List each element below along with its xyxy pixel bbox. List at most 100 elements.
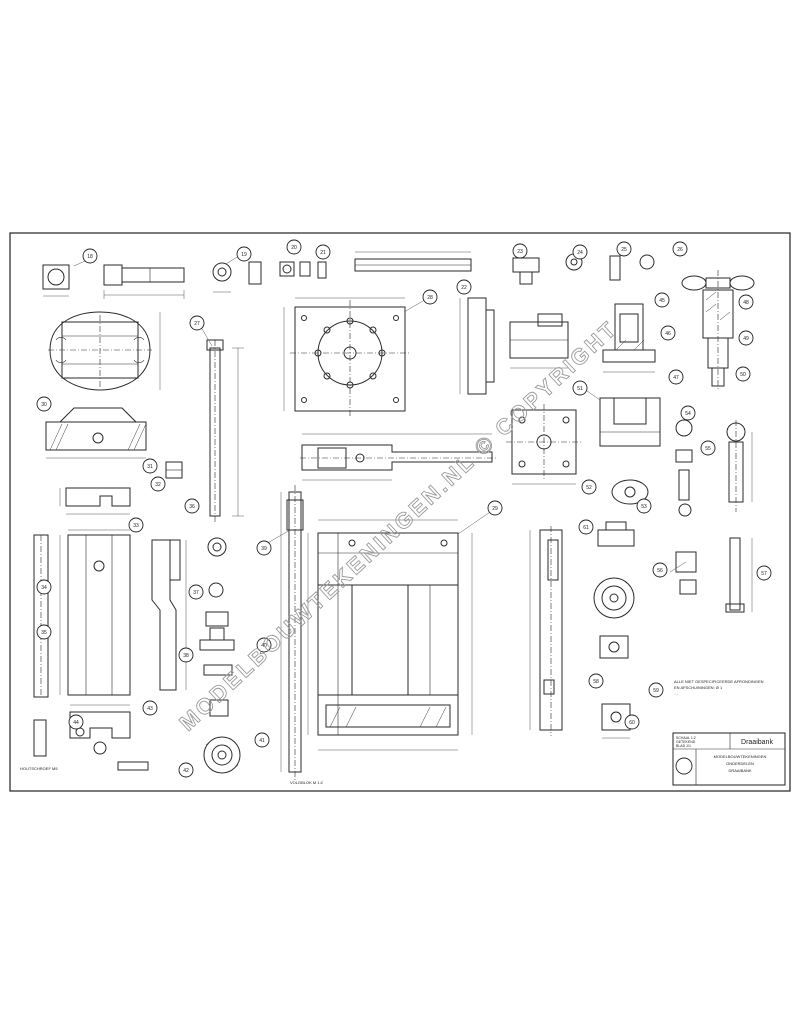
title-block: SCHAAL 1:2 GETEKEND BLAD 1/1 Draaibank M… <box>672 732 786 786</box>
part-number-label: 59 <box>653 688 659 694</box>
small-bracket-top <box>512 253 655 285</box>
part-number-label: 50 <box>740 372 746 378</box>
part-number-label: 30 <box>41 402 47 408</box>
title-block-line-2: GETEKEND <box>676 740 696 744</box>
gib-part <box>459 297 495 395</box>
part-number-balloon: 28 <box>422 289 438 305</box>
part-number-label: 21 <box>320 250 326 256</box>
caption-left: HOUTSCHROEF M5 <box>20 766 58 771</box>
long-bar-part <box>33 529 131 698</box>
part-number-balloon: 55 <box>700 440 716 456</box>
note-line-3: … <box>674 691 678 696</box>
part-number-label: 46 <box>665 331 671 337</box>
part-number-label: 56 <box>657 568 663 574</box>
part-number-balloon: 47 <box>668 369 684 385</box>
part-number-label: 38 <box>183 653 189 659</box>
part-number-balloon: 54 <box>680 405 696 421</box>
part-number-balloon: 25 <box>616 241 632 257</box>
grooved-block-part <box>59 487 131 515</box>
part-number-label: 49 <box>743 336 749 342</box>
pulley-part <box>593 577 635 659</box>
part-number-label: 28 <box>427 295 433 301</box>
part-number-label: 25 <box>621 247 627 253</box>
flange-part <box>48 311 161 391</box>
part-number-label: 58 <box>593 679 599 685</box>
part-number-balloon: 59 <box>648 682 664 698</box>
part-number-balloon: 39 <box>256 540 272 556</box>
part-number-label: 18 <box>87 254 93 260</box>
part-number-label: 19 <box>241 252 247 258</box>
part-number-label: 29 <box>492 506 498 512</box>
part-number-label: 61 <box>583 525 589 531</box>
part-number-label: 44 <box>73 720 79 726</box>
part-number-label: 48 <box>743 300 749 306</box>
caption-center: VOLGBLOK M 1:2 <box>290 780 324 785</box>
part-number-balloon: 38 <box>178 647 194 663</box>
part-number-balloon: 34 <box>36 579 52 595</box>
part-number-balloon: 30 <box>36 396 52 412</box>
part-number-label: 31 <box>147 464 153 470</box>
part-number-label: 54 <box>685 411 691 417</box>
sleeve-part <box>675 419 697 595</box>
part-number-label: 51 <box>577 386 583 392</box>
part-number-balloon: 37 <box>188 584 204 600</box>
part-number-label: 36 <box>189 504 195 510</box>
part-number-label: 33 <box>133 523 139 529</box>
flat-strip-part <box>354 251 472 272</box>
small-block-part <box>165 461 183 479</box>
part-number-label: 40 <box>261 643 267 649</box>
lathe-bed-part <box>307 519 473 751</box>
title-block-sub-1: MODELBOUWTEKENINGEN <box>714 754 767 759</box>
part-number-balloon: 24 <box>572 244 588 260</box>
part-number-label: 39 <box>261 546 267 552</box>
part-number-balloon: 50 <box>735 366 751 382</box>
part-number-balloon: 49 <box>738 330 754 346</box>
flange-section <box>45 407 147 459</box>
nut-part <box>42 264 70 297</box>
part-number-label: 52 <box>586 485 592 491</box>
note-line-1: ALLE NIET GESPECIFICEERDE AFRONDINGEN <box>674 679 764 684</box>
part-number-balloon: 32 <box>150 476 166 492</box>
knob-part <box>199 537 235 717</box>
part-number-balloon: 19 <box>236 246 252 262</box>
part-number-balloon: 26 <box>672 241 688 257</box>
part-number-label: 35 <box>41 630 47 636</box>
part-number-label: 41 <box>259 738 265 744</box>
part-number-balloon: 61 <box>578 519 594 535</box>
part-number-balloon: 31 <box>142 458 158 474</box>
leadscrew-part <box>206 339 244 522</box>
part-number-label: 43 <box>147 706 153 712</box>
part-number-label: 34 <box>41 585 47 591</box>
drawing-title: Draaibank <box>741 739 773 746</box>
handwheel-part <box>203 736 241 774</box>
part-number-label: 27 <box>194 321 200 327</box>
collar-part <box>597 479 649 547</box>
part-number-label: 32 <box>155 482 161 488</box>
part-number-label: 47 <box>673 375 679 381</box>
part-number-label: 24 <box>577 250 583 256</box>
part-number-balloon: 43 <box>142 700 158 716</box>
part-number-balloon: 35 <box>36 624 52 640</box>
part-number-label: 55 <box>705 446 711 452</box>
part-number-balloon: 33 <box>128 517 144 533</box>
title-block-sub-2: ONDERDELEN <box>726 761 754 766</box>
part-number-balloon: 44 <box>68 714 84 730</box>
part-number-balloon: 40 <box>256 637 272 653</box>
part-number-balloon: 46 <box>660 325 676 341</box>
part-number-balloon: 27 <box>189 315 205 331</box>
part-number-balloon: 20 <box>286 239 302 255</box>
part-number-balloon: 48 <box>738 294 754 310</box>
note-line-2: EN AFSCHUININGEN: Ø 1 <box>674 685 723 690</box>
part-number-balloon: 29 <box>487 500 503 516</box>
part-number-balloon: 45 <box>654 292 670 308</box>
title-block-line-1: SCHAAL 1:2 <box>676 736 696 740</box>
part-number-balloon: 36 <box>184 498 200 514</box>
part-number-label: 23 <box>517 249 523 255</box>
eyebolt-part <box>726 420 753 512</box>
sheet-border <box>9 232 791 792</box>
part-number-label: 53 <box>641 504 647 510</box>
pin-part <box>725 537 753 613</box>
faceplate-part <box>283 297 410 416</box>
logo-icon <box>675 757 693 775</box>
